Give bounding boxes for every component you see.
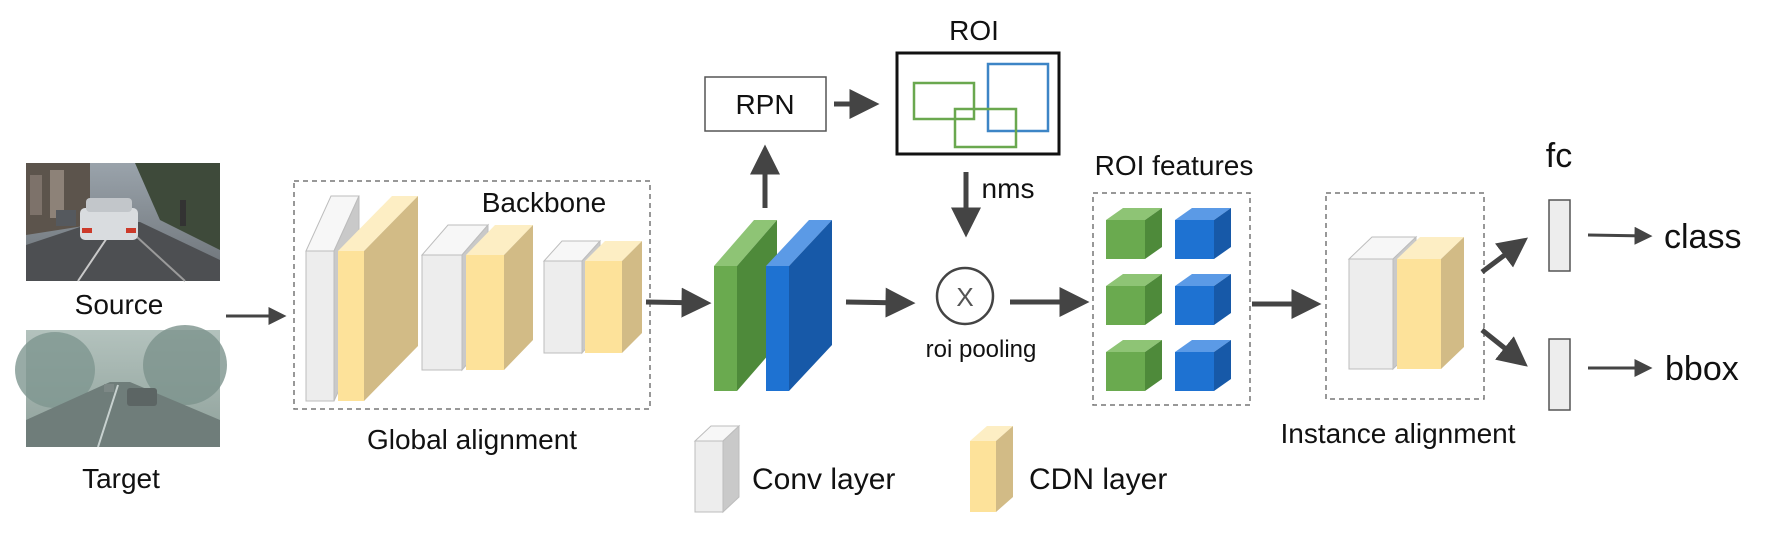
roi-pooling-symbol: X [956, 282, 973, 312]
instance-to-fc-class-arrow [1480, 237, 1528, 274]
target-image [15, 325, 227, 448]
roi-features-box [1092, 192, 1251, 406]
roi-proposal-green-1 [912, 81, 976, 121]
backbone-title: Backbone [482, 187, 607, 218]
roi-feature-blue-1 [1175, 208, 1231, 259]
roi-feature-green-1 [1106, 208, 1162, 259]
class-label: class [1664, 218, 1741, 256]
instance-to-fc-bbox-arrow [1480, 328, 1528, 367]
roi-feature-blue-2 [1175, 274, 1231, 325]
fc-label: fc [1546, 137, 1572, 175]
instance-alignment-label: Instance alignment [1280, 418, 1515, 449]
roi-features-label: ROI features [1095, 150, 1254, 181]
rpn-box [704, 76, 827, 132]
roi-feature-green-2 [1106, 274, 1162, 325]
feature-map-blue [766, 220, 832, 391]
fc-class-layer [1548, 199, 1571, 272]
rpn-label: RPN [735, 89, 794, 120]
legend-conv-swatch [693, 424, 741, 514]
instance-alignment-box [1325, 192, 1485, 400]
features-to-pooling-arrow [845, 287, 916, 318]
roi-feature-blue-3 [1175, 340, 1231, 391]
target-label: Target [82, 463, 160, 494]
source-image [26, 163, 220, 282]
roi-pooling-label: roi pooling [926, 336, 1037, 363]
roi-box [895, 51, 1061, 156]
cdn-layer-2 [466, 225, 533, 370]
bbox-label: bbox [1665, 350, 1739, 388]
legend-conv-label: Conv layer [752, 463, 895, 496]
global-alignment-label: Global alignment [367, 424, 577, 455]
roi-proposal-green-2 [953, 107, 1018, 149]
cdn-layer-3 [585, 241, 642, 353]
backbone-to-features-arrow [645, 287, 712, 318]
roi-pooling-icon [935, 266, 995, 326]
nms-label: nms [982, 173, 1035, 204]
legend-cdn-label: CDN layer [1029, 463, 1167, 496]
fc-bbox-layer [1548, 338, 1571, 411]
roi-proposal-blue [986, 62, 1050, 133]
source-label: Source [75, 289, 164, 320]
instance-cdn-layer [1397, 237, 1464, 369]
fc-to-class-arrow [1587, 226, 1653, 245]
backbone-box [293, 180, 651, 410]
legend-cdn-swatch [970, 426, 1013, 512]
roi-feature-green-3 [1106, 340, 1162, 391]
roi-label: ROI [949, 15, 999, 46]
cdn-layer-1 [338, 196, 418, 401]
